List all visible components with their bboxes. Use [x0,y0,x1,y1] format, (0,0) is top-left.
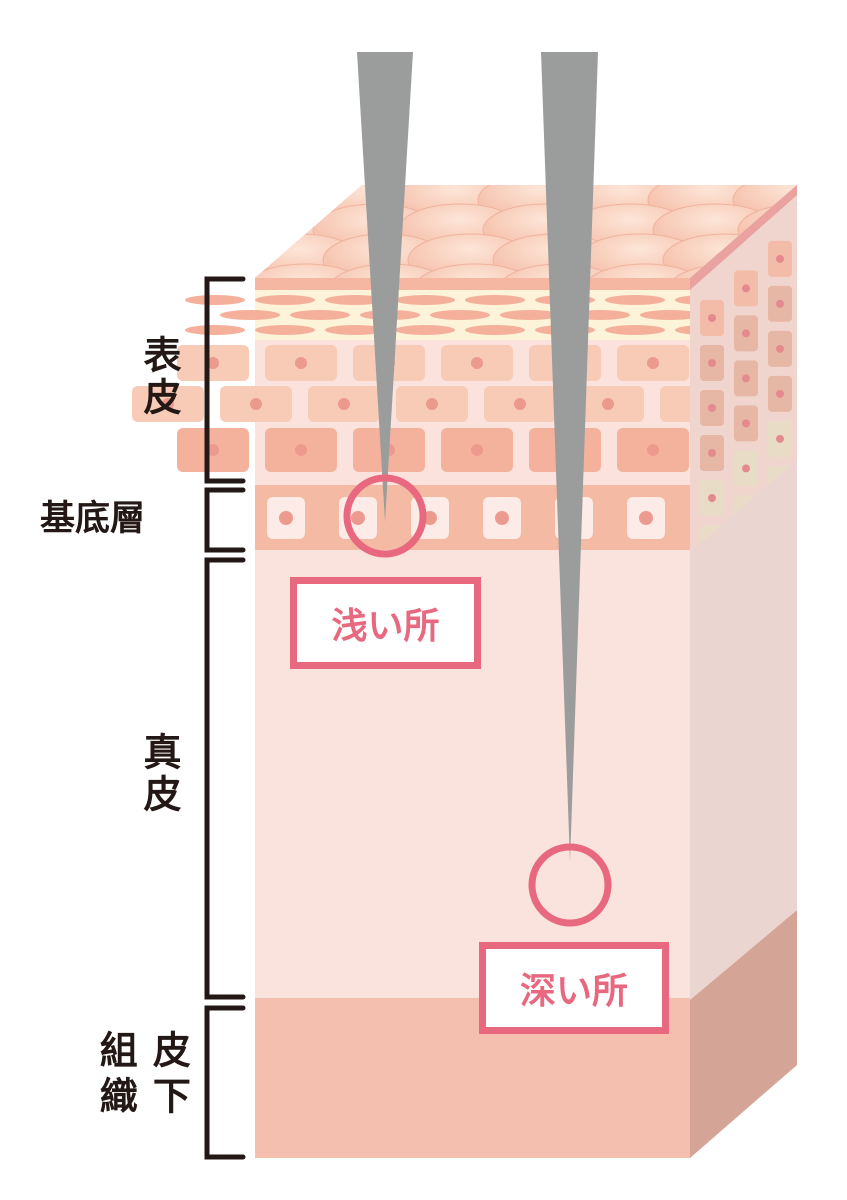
cell-nucleus [776,299,784,308]
label-dermis: 真皮 [137,732,181,816]
cell-nucleus [742,284,750,293]
cell-nucleus [471,357,483,369]
granular-cell [290,310,350,320]
cell-nucleus [207,444,219,456]
cell-nucleus [279,511,293,525]
granular-cell [500,310,560,320]
cell-nucleus [742,464,750,473]
cell-nucleus [708,404,716,412]
granular-cell [640,310,700,320]
bracket-subcutis [204,1005,246,1160]
cell-nucleus [514,398,526,410]
granular-cell [325,295,385,305]
granular-cell [220,310,280,320]
cell-nucleus [295,444,307,456]
granular-cell [430,310,490,320]
cell-nucleus [776,389,784,398]
cell-nucleus [708,494,716,502]
cell-nucleus [776,434,784,443]
cell-nucleus [647,444,659,456]
cell-nucleus [338,398,350,410]
cell-nucleus [426,398,438,410]
cell-nucleus [495,511,509,525]
cell-nucleus [207,357,219,369]
label-epidermis: 表皮 [137,335,181,419]
cell-nucleus [776,254,784,263]
granular-cell [255,325,315,335]
granular-cell [185,325,245,335]
bracket-dermis [204,557,246,1000]
label-basal: 基底層 [40,499,146,539]
cell-nucleus [742,329,750,338]
needle-shallow [357,52,413,522]
bracket-basal [204,487,246,553]
granular-cell [605,295,665,305]
granular-cell [465,325,525,335]
granular-cell [605,325,665,335]
basal-layer [255,485,690,550]
granular-cell [325,325,385,335]
cell-nucleus [708,449,716,457]
stratum-corneum [255,278,690,290]
granular-cell [395,295,455,305]
cell-nucleus [602,398,614,410]
cell-nucleus [423,511,437,525]
cell-nucleus [708,314,716,322]
side-edge [690,185,797,290]
shallow-label: 浅い所 [290,577,481,669]
granular-cell [185,295,245,305]
deep-label: 深い所 [479,942,669,1034]
granular-cell [465,295,525,305]
deep-target-circle [528,843,612,927]
bracket-epidermis [204,276,246,484]
cell-nucleus [776,344,784,353]
granular-cell [255,295,315,305]
label-subcutis: 皮下組織 [93,1030,191,1122]
cell-nucleus [250,398,262,410]
cell-nucleus [295,357,307,369]
granular-cell [395,325,455,335]
cell-nucleus [162,398,174,410]
shallow-target-circle [343,474,427,558]
needle-deep [541,52,598,862]
cell-nucleus [351,511,365,525]
cell-nucleus [639,511,653,525]
cell-nucleus [742,419,750,428]
cell-nucleus [742,374,750,383]
cell-nucleus [708,359,716,367]
cell-nucleus [471,444,483,456]
cell-nucleus [647,357,659,369]
side-subcutis [690,910,797,1158]
